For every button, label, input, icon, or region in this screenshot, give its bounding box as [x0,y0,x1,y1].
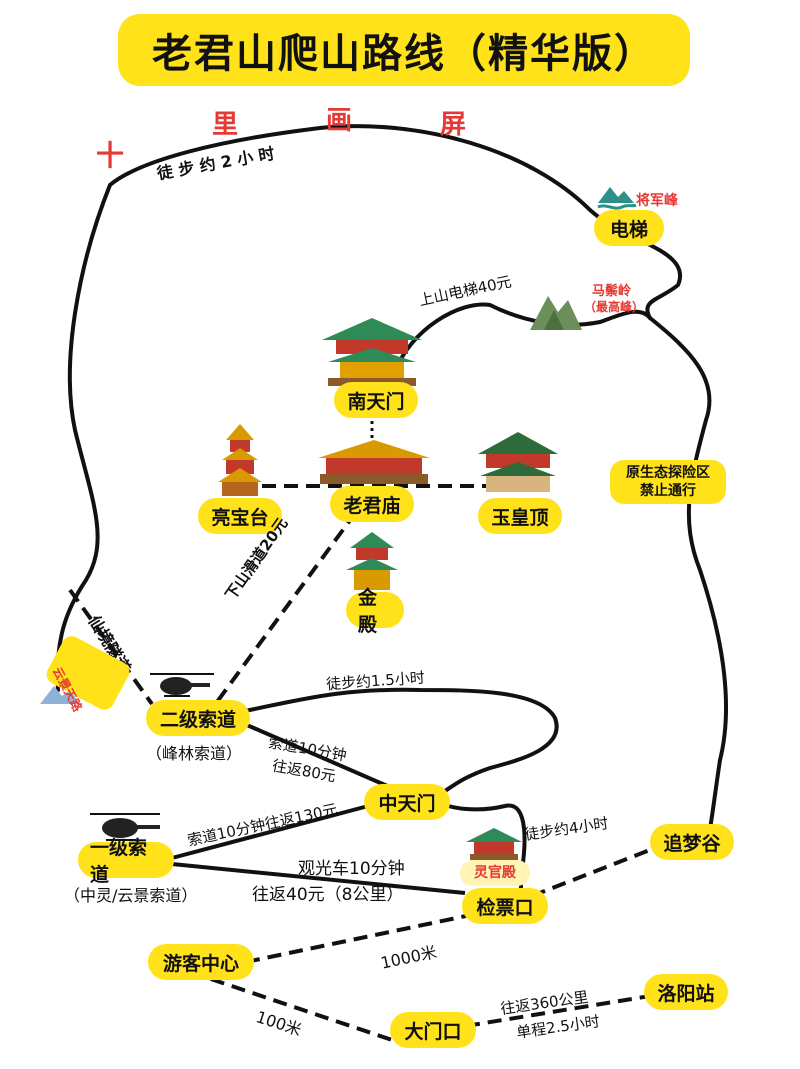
dash-slide [212,510,358,708]
dash-damen-luoyang [465,994,651,1028]
eco-line2: 禁止通行 [640,483,696,499]
walk-route-path [238,687,559,802]
helicopter-icon [150,673,214,697]
bus-line [171,862,466,895]
label-yiji-sub: （中灵/云景索道） [64,886,198,905]
route-bus-line1: 观光车10分钟 [298,859,405,879]
helicopter-icon [90,813,160,841]
node-zhongtianmen[interactable]: 中天门 [364,784,450,820]
dash-tunnel [68,588,154,706]
west-route-path [55,183,112,692]
dash-jianpiao-zhuimeng [531,844,661,898]
pagoda-icon [322,318,422,386]
label-jiangjunfeng: 将军峰 [636,193,678,209]
mountain-icon [597,187,637,210]
label-maziling-sub: （最高峰） [584,300,645,314]
dash-youke-damen [189,970,411,1048]
node-jianpiaokou[interactable]: 检票口 [462,888,548,924]
cable-erji-line [239,720,393,790]
node-luoyangzhan[interactable]: 洛阳站 [644,974,728,1010]
lift-route-path [393,302,652,374]
node-nantianmen[interactable]: 南天门 [334,382,418,418]
label-erji-sub: （峰林索道） [146,744,243,763]
node-yuhuangding[interactable]: 玉皇顶 [478,498,562,534]
route-bus-line2: 往返40元（8公里） [252,885,404,905]
arc-char-1: 里 [212,110,239,140]
temple-icon [478,432,558,492]
arc-char-2: 画 [326,106,353,136]
node-youkezhongxin[interactable]: 游客中心 [148,944,254,980]
node-elevator[interactable]: 电梯 [594,210,664,246]
outer-route-path [108,124,729,842]
pagoda-icon [218,424,262,496]
node-eco-zone[interactable]: 原生态探险区 禁止通行 [610,460,726,504]
node-jindian[interactable]: 金殿 [346,587,404,636]
temple-icon [466,828,522,860]
arc-plus: 十 [96,139,125,172]
temple-icon [318,440,430,484]
node-lingguandian[interactable]: 灵官殿 [460,860,530,886]
page-title: 老君山爬山路线（精华版） [118,14,690,86]
node-zhuimenggu[interactable]: 追梦谷 [650,824,734,860]
node-damenkou[interactable]: 大门口 [390,1012,476,1048]
dash-youke-jianpiao [245,914,467,964]
mountain-icon [530,296,582,330]
node-laojunmiao[interactable]: 老君庙 [330,486,414,522]
node-liangbaotai[interactable]: 亮宝台 [198,498,282,534]
pagoda-icon [346,532,398,590]
arc-char-3: 屏 [440,110,467,140]
eco-line1: 原生态探险区 [626,465,710,481]
node-yiji[interactable]: 一级索道 [78,837,174,886]
label-maziling: 马鬃岭 [592,284,632,299]
cable-yiji-line [171,803,373,860]
node-erji[interactable]: 二级索道 [146,700,250,736]
